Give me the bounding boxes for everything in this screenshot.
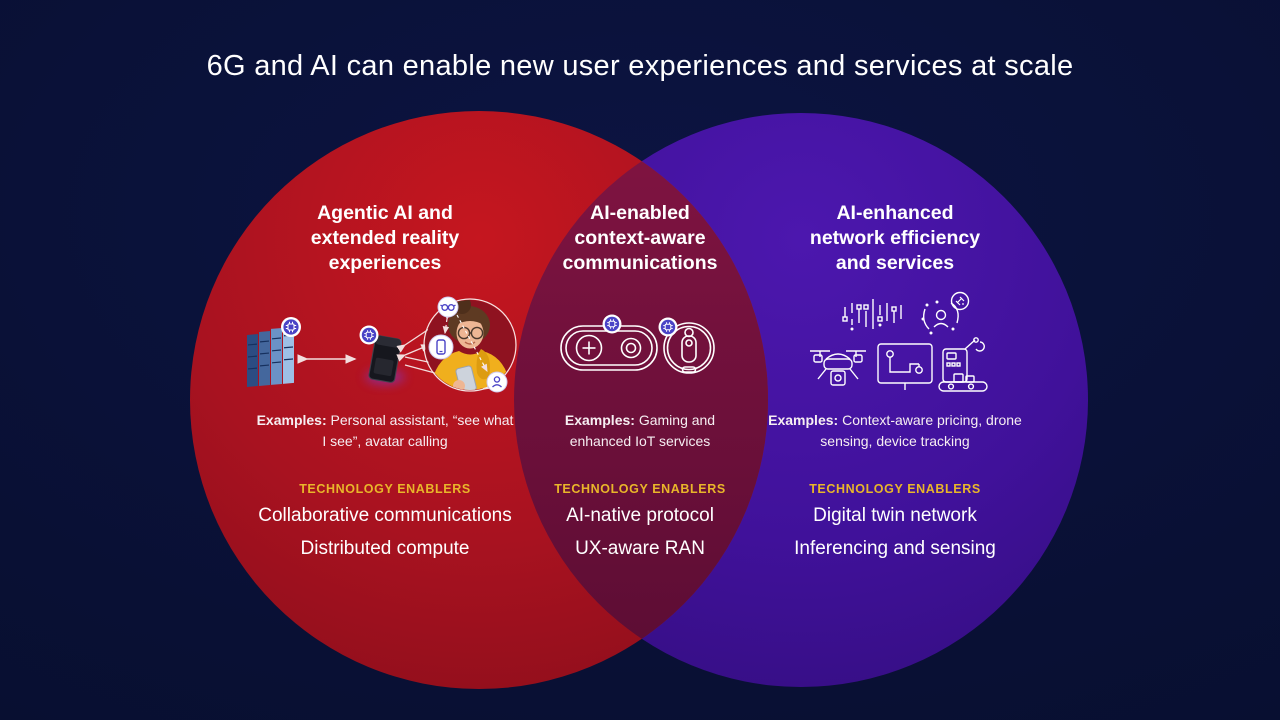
- enabler-item: Digital twin network: [813, 505, 977, 526]
- robot-vacuum-icon: [663, 322, 715, 374]
- enablers-label-right: TECHNOLOGY ENABLERS: [809, 482, 981, 496]
- section-context-aware: AI-enabled context-aware communications: [525, 201, 755, 560]
- enabler-item: Distributed compute: [300, 538, 470, 559]
- antenna-badge-icon: [950, 291, 970, 311]
- network-efficiency-illustration: [795, 284, 995, 406]
- enabler-item: AI-native protocol: [566, 505, 714, 526]
- monitor-tracking-icon: [877, 343, 933, 390]
- drone-icon: [810, 350, 866, 386]
- examples-left: Examples: Personal assistant, “see what …: [256, 410, 514, 452]
- phone-badge-icon: [428, 334, 454, 360]
- ar-glasses-badge-icon: [437, 296, 459, 318]
- person-badge-icon: [486, 371, 508, 393]
- examples-text: Gaming and enhanced IoT services: [569, 412, 716, 449]
- ai-chip-badge-icon: [602, 314, 622, 334]
- factory-robot-icon: [938, 337, 988, 392]
- context-aware-illustration: [555, 284, 725, 406]
- slide-title: 6G and AI can enable new user experience…: [206, 50, 1074, 82]
- enabler-item: Inferencing and sensing: [794, 538, 996, 559]
- ai-chip-badge-icon: [359, 325, 379, 345]
- person-sensing-icon: [921, 291, 970, 335]
- section-network-efficiency: AI-enhanced network efficiency and servi…: [735, 201, 1055, 560]
- section-agentic-ai: Agentic AI and extended reality experien…: [225, 201, 545, 560]
- edge-device-icon: [359, 325, 405, 385]
- enabler-item: Collaborative communications: [258, 505, 512, 526]
- section-heading-middle: AI-enabled context-aware communications: [562, 202, 718, 274]
- ai-chip-badge-icon: [658, 317, 678, 337]
- examples-label: Examples:: [768, 412, 839, 428]
- overlap-lens: [514, 113, 768, 687]
- agentic-ai-illustration: [235, 284, 535, 406]
- signal-data-icon: [842, 299, 902, 331]
- enabler-item: UX-aware RAN: [575, 538, 705, 559]
- examples-label: Examples:: [256, 412, 327, 428]
- section-heading-left: Agentic AI and extended reality experien…: [310, 202, 460, 274]
- examples-label: Examples:: [564, 412, 635, 428]
- examples-text: Context-aware pricing, drone sensing, de…: [820, 412, 1022, 449]
- avatar-person-icon: [423, 296, 517, 393]
- section-heading-right: AI-enhanced network efficiency and servi…: [809, 202, 981, 274]
- examples-right: Examples: Context-aware pricing, drone s…: [757, 410, 1033, 452]
- examples-text: Personal assistant, “see what I see”, av…: [322, 412, 514, 449]
- enablers-label-middle: TECHNOLOGY ENABLERS: [554, 482, 726, 496]
- server-stack-icon: [247, 317, 301, 387]
- ai-chip-badge-icon: [281, 317, 301, 337]
- enablers-label-left: TECHNOLOGY ENABLERS: [299, 482, 471, 496]
- examples-middle: Examples: Gaming and enhanced IoT servic…: [547, 410, 733, 452]
